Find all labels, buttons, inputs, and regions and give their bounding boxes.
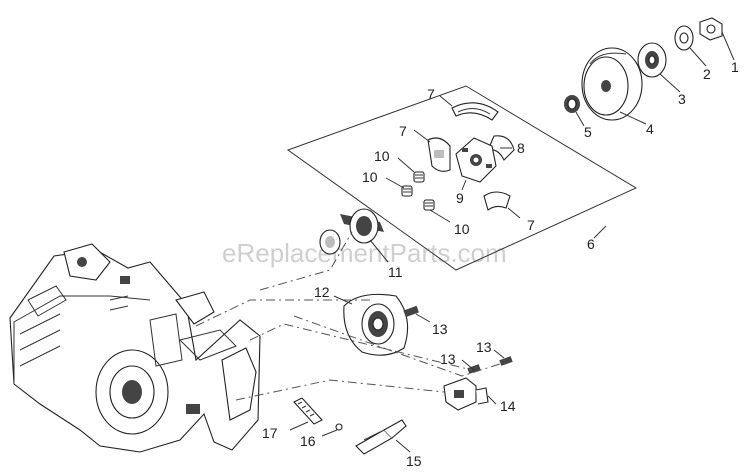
callout-14: 14 <box>500 398 516 414</box>
screw-middle[interactable] <box>467 364 481 374</box>
clutch-spring-1[interactable] <box>413 171 425 183</box>
clutch-shoe-lower[interactable] <box>483 191 511 211</box>
callout-15: 15 <box>406 453 422 469</box>
assembly-path-2 <box>259 231 353 291</box>
callout-6: 6 <box>587 236 595 252</box>
crankcase-part[interactable] <box>9 243 261 453</box>
clutch-hub-part[interactable] <box>455 137 497 183</box>
clutch-shoe-left[interactable] <box>427 137 451 172</box>
callout-2: 2 <box>703 66 711 82</box>
screw-upper[interactable] <box>403 305 419 318</box>
callout-5: 5 <box>584 124 592 140</box>
callout-13-upper: 13 <box>432 321 448 337</box>
oil-pump-washer-part[interactable] <box>319 229 341 255</box>
callout-9: 9 <box>456 190 464 206</box>
callout-17: 17 <box>262 425 278 441</box>
callout-4: 4 <box>646 121 654 137</box>
callout-10-lower: 10 <box>454 221 470 237</box>
needle-cage-part[interactable] <box>564 95 580 113</box>
oil-pump-housing-part[interactable] <box>343 293 409 356</box>
nut-part[interactable] <box>699 17 723 41</box>
callout-10-middle: 10 <box>362 169 378 185</box>
callout-7-left: 7 <box>399 123 407 139</box>
oil-line-fitting-part[interactable] <box>443 377 489 411</box>
clutch-spring-2[interactable] <box>401 185 413 197</box>
clutch-spring-3[interactable] <box>423 199 435 211</box>
clutch-drum-part[interactable] <box>581 47 643 121</box>
o-ring-part[interactable] <box>335 423 343 431</box>
callout-13-middle: 13 <box>440 351 456 367</box>
callout-12: 12 <box>314 284 330 300</box>
bearing-part[interactable] <box>637 42 667 78</box>
washer-part[interactable] <box>674 25 694 51</box>
callout-1: 1 <box>731 59 739 75</box>
callout-3: 3 <box>678 91 686 107</box>
callout-16: 16 <box>300 433 316 449</box>
clutch-assembly-outline <box>286 85 638 271</box>
oil-adjuster-part[interactable] <box>293 397 323 425</box>
assembly-path-5 <box>293 315 507 377</box>
assembly-path-1 <box>195 299 370 327</box>
clutch-shoe-upper[interactable] <box>451 102 499 121</box>
oil-hose-part[interactable] <box>355 419 407 455</box>
callout-7-upper: 7 <box>427 86 435 102</box>
callout-7-lower: 7 <box>527 217 535 233</box>
callout-8: 8 <box>517 140 525 156</box>
callout-13-right: 13 <box>476 339 492 355</box>
callout-11: 11 <box>388 264 403 280</box>
screw-right[interactable] <box>499 356 513 366</box>
assembly-path-4 <box>235 379 445 401</box>
callout-10-upper: 10 <box>374 148 390 164</box>
oil-pump-drive-part[interactable] <box>340 208 384 244</box>
assembly-path-3 <box>249 323 473 371</box>
leader-lines <box>289 31 735 453</box>
